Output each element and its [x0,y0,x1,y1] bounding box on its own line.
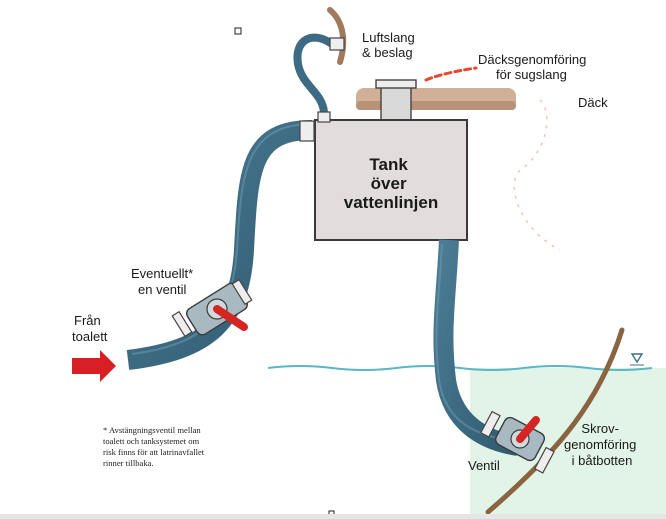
deck-fitting-leader [424,66,478,82]
air-hose-label: Luftslang & beslag [362,30,418,60]
registration-mark [234,27,242,35]
air-hose-fitting [317,111,331,123]
deck-leader-dashes [513,99,561,251]
deck-label: Däck [578,95,608,110]
air-hose [293,33,336,116]
air-hose-clamp [329,37,345,51]
optional-valve-label: Eventuellt* en ventil [131,266,197,297]
tank [314,119,468,241]
inlet-hose-clamp [299,120,315,142]
deck-fitting [380,83,412,125]
inlet-hose [126,120,313,370]
tank-label: Tank över vattenlinjen [344,155,438,212]
bottom-border [0,514,666,519]
from-toilet-label: Från toalett [72,313,108,344]
deck-plank-shadow [356,101,516,110]
optional-valve-icon [171,278,253,338]
water-line [267,365,653,371]
waterline-marker-icon [630,353,644,364]
hull-fitting-label: Skrov- genomföring i båtbotten [564,421,640,468]
footnote: * Avstängningsventil mellan toalett och … [103,425,206,468]
deck-fitting-label: Däcksgenomföring för sugslang [478,52,590,82]
air-hose-vent [327,7,347,65]
deck-fitting-cap [375,79,417,89]
outlet-hose-highlight [435,243,509,441]
inlet-hose-highlight [131,123,307,355]
bottom-valve-icon [480,410,555,474]
hull-line [485,327,625,515]
from-toilet-arrow-icon [72,350,116,382]
valve-label: Ventil [468,458,500,473]
